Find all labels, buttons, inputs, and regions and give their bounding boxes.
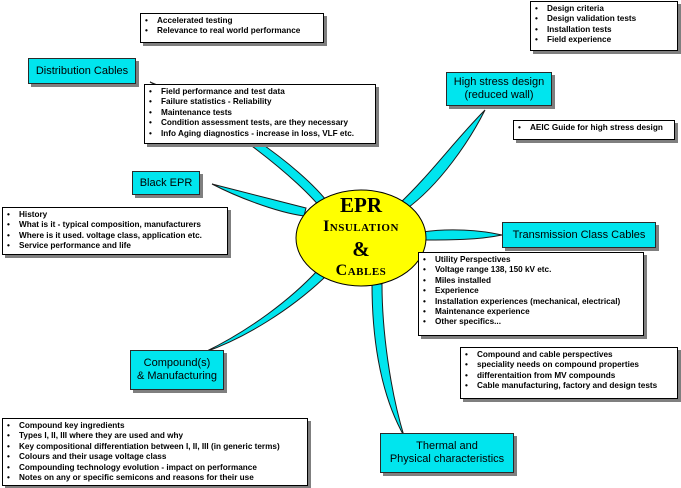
note-compound-perspectives-item: Compound and cable perspectives: [465, 350, 673, 361]
note-history-item: What is it - typical composition, manufa…: [7, 220, 223, 231]
topic-compound-line-1: Compound(s): [143, 357, 211, 369]
branch-transmission: [421, 229, 503, 241]
branch-thermal: [371, 283, 405, 437]
note-history-item: History: [7, 210, 223, 221]
hub-line-2: Insulation: [323, 218, 399, 235]
topic-high-stress-line-2: (reduced wall): [464, 89, 534, 101]
branch-distribution-cables: [149, 81, 331, 213]
topic-thermal-line-1: Thermal and: [416, 440, 478, 452]
note-history: History What is it - typical composition…: [2, 207, 228, 255]
note-transmission-item: Utility Perspectives: [423, 255, 639, 266]
note-testing-item: Accelerated testing: [145, 16, 319, 27]
note-history-item: Service performance and life: [7, 241, 223, 252]
note-field-performance: Field performance and test data Failure …: [144, 84, 376, 144]
topic-distribution-cables[interactable]: Distribution Cables: [28, 58, 136, 84]
topic-high-stress-line-1: High stress design: [453, 76, 545, 88]
note-history-item: Where is it used. voltage class, applica…: [7, 231, 223, 242]
note-compound-ingredients-item: Compound key ingredients: [7, 421, 303, 432]
topic-compound-manufacturing[interactable]: Compound(s) & Manufacturing: [130, 350, 224, 390]
hub-title: EPR Insulation & Cables: [296, 190, 426, 286]
note-transmission-item: Maintenance experience: [423, 307, 639, 318]
note-compound-ingredients-item: Compounding technology evolution - impac…: [7, 463, 303, 474]
note-compound-ingredients-item: Notes on any or specific semicons and re…: [7, 473, 303, 484]
topic-black-epr[interactable]: Black EPR: [132, 171, 200, 195]
topic-thermal-line-2: Physical characteristics: [389, 453, 505, 465]
note-transmission-item: Other specifics...: [423, 317, 639, 328]
hub-line-3: &: [352, 237, 370, 261]
note-field-performance-item: Condition assessment tests, are they nec…: [149, 118, 371, 129]
note-compound-perspectives-item: speciality needs on compound properties: [465, 360, 673, 371]
note-transmission-item: Experience: [423, 286, 639, 297]
note-transmission-item: Installation experiences (mechanical, el…: [423, 297, 639, 308]
note-transmission: Utility Perspectives Voltage range 138, …: [418, 252, 644, 336]
note-compound-ingredients-item: Key compositional differentiation betwee…: [7, 442, 303, 453]
note-compound-perspectives-item: Cable manufacturing, factory and design …: [465, 381, 673, 392]
note-design: Design criteria Design validation tests …: [530, 1, 678, 51]
topic-distribution-cables-label: Distribution Cables: [35, 64, 129, 77]
note-design-item: Field experience: [535, 35, 673, 46]
note-field-performance-item: Info Aging diagnostics - increase in los…: [149, 129, 371, 140]
note-compound-perspectives-item: differentaition from MV compounds: [465, 371, 673, 382]
note-compound-ingredients: Compound key ingredients Types I, II, II…: [2, 418, 308, 486]
note-compound-ingredients-item: Colours and their usage voltage class: [7, 452, 303, 463]
topic-transmission-label: Transmission Class Cables: [512, 228, 646, 241]
note-design-item: Design criteria: [535, 4, 673, 15]
topic-thermal-physical[interactable]: Thermal and Physical characteristics: [380, 433, 514, 473]
hub-line-4: Cables: [335, 262, 387, 279]
topic-black-epr-label: Black EPR: [139, 176, 193, 189]
note-aeic: AEIC Guide for high stress design: [513, 120, 675, 140]
hub-ellipse: [295, 189, 427, 287]
note-field-performance-item: Failure statistics - Reliability: [149, 97, 371, 108]
topic-high-stress-design[interactable]: High stress design (reduced wall): [446, 72, 552, 106]
note-testing-item: Relevance to real world performance: [145, 26, 319, 37]
note-field-performance-item: Maintenance tests: [149, 108, 371, 119]
topic-transmission-class-cables[interactable]: Transmission Class Cables: [502, 222, 656, 248]
note-aeic-item: AEIC Guide for high stress design: [518, 123, 670, 134]
note-design-item: Installation tests: [535, 25, 673, 36]
branch-black-epr: [211, 183, 307, 217]
note-testing: Accelerated testing Relevance to real wo…: [140, 13, 324, 43]
note-transmission-item: Voltage range 138, 150 kV etc.: [423, 265, 639, 276]
note-transmission-item: Miles installed: [423, 276, 639, 287]
note-design-item: Design validation tests: [535, 14, 673, 25]
branch-high-stress: [397, 109, 486, 211]
topic-compound-line-2: & Manufacturing: [136, 370, 218, 382]
note-compound-ingredients-item: Types I, II, III where they are used and…: [7, 431, 303, 442]
note-field-performance-item: Field performance and test data: [149, 87, 371, 98]
note-compound-perspectives: Compound and cable perspectives speciali…: [460, 347, 678, 399]
hub-line-1: EPR: [340, 193, 382, 217]
